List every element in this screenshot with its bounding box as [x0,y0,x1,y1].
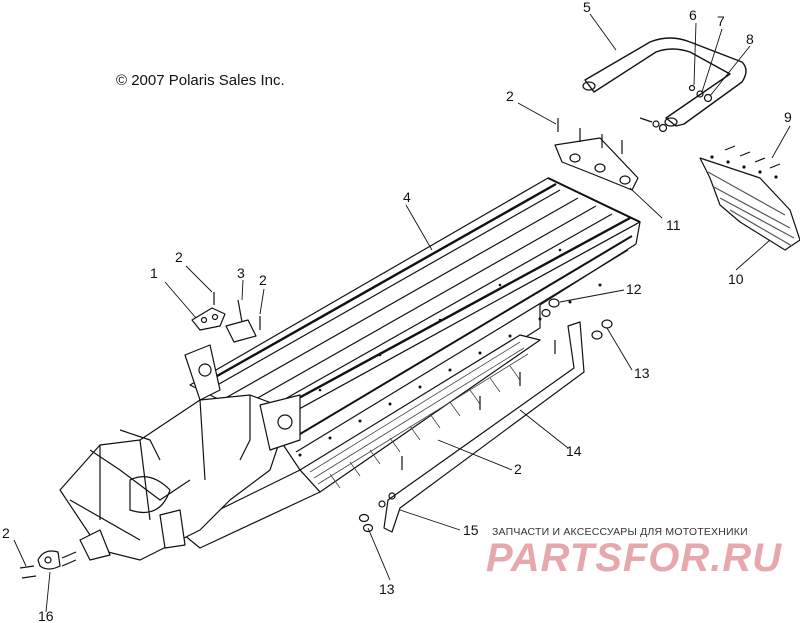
watermark-caption: ЗАПЧАСТИ И АКСЕССУАРЫ ДЛЯ МОТОТЕХНИКИ [492,526,748,538]
callout-2-front-left: 2 [175,249,183,265]
copyright-notice: © 2007 Polaris Sales Inc. [116,72,285,89]
callout-6: 6 [689,7,697,23]
callout-14: 14 [566,443,582,459]
callout-5: 5 [583,0,591,15]
rear-bracket [554,118,639,191]
callout-2-front-right: 2 [259,272,267,288]
bracket-part-3 [225,299,261,343]
cross-tube [358,321,585,533]
callout-15: 15 [463,522,479,538]
callout-2-rear: 2 [506,88,514,104]
callout-9: 9 [784,109,792,125]
callout-12: 12 [626,281,642,297]
fasteners-12-13 [401,298,613,470]
callout-2-lower: 2 [514,461,522,477]
tunnel-assembly [177,177,641,549]
callout-3: 3 [237,265,245,281]
callout-13-lower: 13 [379,581,395,597]
callout-2-far-left: 2 [2,525,10,541]
callout-11: 11 [666,217,681,233]
callout-4: 4 [403,189,411,205]
snow-flap [699,155,800,251]
watermark-logo: PARTSFOR.RU [486,536,783,580]
bracket-part-1 [191,292,226,331]
rear-grab-bar [582,37,747,127]
leader-lines [13,13,791,613]
callout-16: 16 [38,608,54,623]
front-bracket-16 [19,550,77,579]
callout-1: 1 [150,265,158,281]
flap-screws [724,145,781,169]
callout-13-upper: 13 [634,365,650,381]
callout-10: 10 [728,271,744,287]
callout-8: 8 [746,31,754,47]
grab-bar-hardware [639,84,713,133]
callout-7: 7 [717,13,725,29]
front-bulkhead [59,344,301,561]
